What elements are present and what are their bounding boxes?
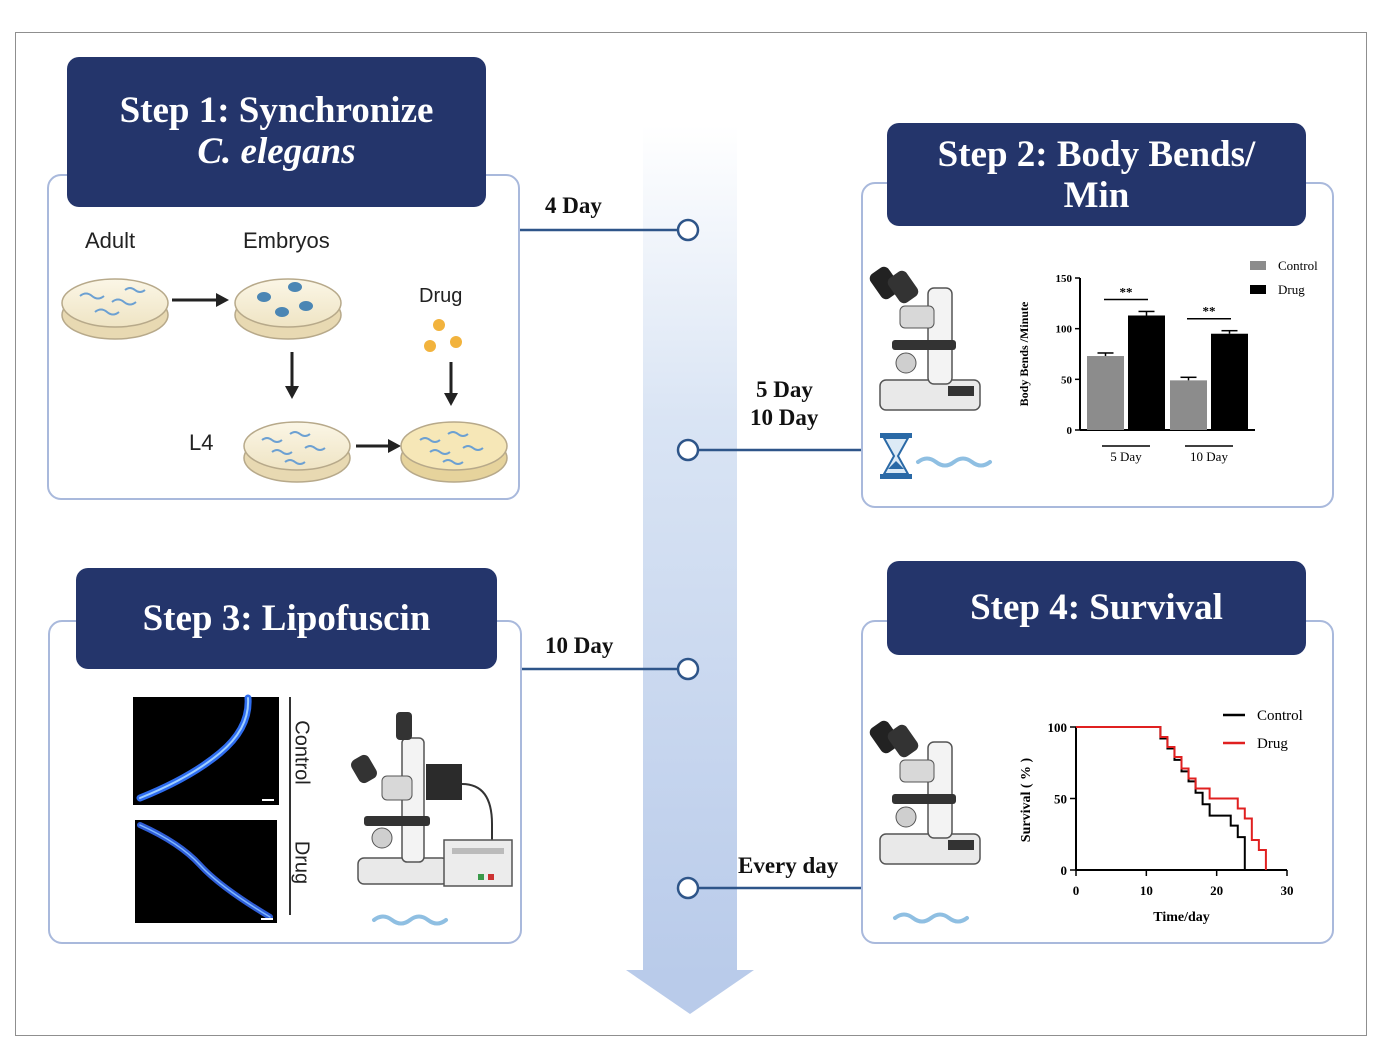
- microscope-icon: [869, 720, 981, 865]
- drug-fluorescence-image: [135, 820, 277, 923]
- step1-title-species: C. elegans: [197, 131, 356, 172]
- survival-line-drug: [1076, 726, 1267, 870]
- y-tick-label: 100: [1048, 720, 1068, 735]
- timeline-node-10day: [676, 657, 700, 681]
- microscope-icon: [869, 266, 981, 411]
- drug-label: Drug: [419, 285, 463, 307]
- timeline-arrow-head: [626, 970, 754, 1014]
- embryos-label: Embryos: [243, 228, 330, 253]
- l4-label: L4: [189, 430, 214, 455]
- x-axis-label: Time/day: [1153, 910, 1210, 925]
- timeline-node-4day: [676, 218, 700, 242]
- bar-control: [1087, 356, 1124, 430]
- petri-dish-l4-icon: [243, 421, 351, 483]
- legend-label-drug: Drug: [1278, 282, 1305, 297]
- worm-icon: [372, 914, 448, 926]
- legend-swatch-control: [1250, 261, 1266, 270]
- timeline-label-5day: 5 Day: [756, 377, 813, 402]
- petri-dish-adult-icon: [61, 278, 169, 340]
- y-axis-label: Survival ( % ): [1019, 757, 1034, 842]
- adult-label: Adult: [85, 228, 136, 253]
- legend-label-control: Control: [1278, 258, 1318, 273]
- timeline-node-5-10day: [676, 438, 700, 462]
- worm-icon: [916, 456, 992, 468]
- timeline-label-10day-step3: 10 Day: [545, 633, 614, 658]
- step4-title: Step 4: Survival: [970, 587, 1223, 628]
- control-fluorescence-image: [133, 694, 279, 805]
- x-tick-label: 10: [1140, 883, 1153, 898]
- step3-title: Step 3: Lipofuscin: [142, 598, 431, 639]
- petri-dish-drug-icon: [400, 421, 508, 483]
- bar-drug: [1211, 333, 1248, 430]
- legend-swatch-drug: [1250, 285, 1266, 294]
- bar-control: [1170, 380, 1207, 430]
- x-tick-label: 5 Day: [1110, 449, 1142, 464]
- step3-header: Step 3: Lipofuscin: [76, 568, 497, 669]
- step1-header: Step 1: Synchronize C. elegans: [67, 57, 486, 207]
- y-tick-label: 0: [1067, 425, 1073, 437]
- timeline-label-everyday: Every day: [738, 853, 839, 878]
- y-tick-label: 100: [1056, 324, 1073, 336]
- step2-title: Step 2: Body Bends/: [937, 134, 1256, 175]
- legend-label-control: Control: [1257, 708, 1303, 724]
- y-tick-label: 150: [1056, 273, 1073, 285]
- legend-label-drug: Drug: [1257, 736, 1288, 752]
- step1-title: Step 1: Synchronize: [119, 90, 434, 131]
- y-tick-label: 0: [1061, 863, 1068, 878]
- step2-title-line2: Min: [1063, 175, 1130, 216]
- bar-drug: [1128, 315, 1165, 430]
- timeline-label-10day-step2: 10 Day: [750, 405, 819, 430]
- petri-dish-embryos-icon: [234, 278, 342, 340]
- x-tick-label: 30: [1281, 883, 1294, 898]
- significance-label: **: [1203, 304, 1216, 319]
- y-tick-label: 50: [1054, 792, 1067, 807]
- x-tick-label: 0: [1073, 883, 1080, 898]
- x-tick-label: 20: [1210, 883, 1223, 898]
- timeline-label-4day: 4 Day: [545, 193, 602, 218]
- step4-header: Step 4: Survival: [887, 561, 1306, 655]
- fluorescence-microscope-icon: [351, 712, 513, 887]
- significance-label: **: [1120, 284, 1133, 299]
- y-axis-label: Body Bends /Minute: [1017, 301, 1031, 406]
- y-tick-label: 50: [1061, 374, 1073, 386]
- worm-icon: [893, 912, 969, 924]
- x-tick-label: 10 Day: [1190, 449, 1228, 464]
- drug-dot-icon: [433, 319, 445, 331]
- hourglass-icon: [880, 433, 912, 479]
- timeline-arrow-shaft: [643, 125, 737, 975]
- step2-header: Step 2: Body Bends/ Min: [887, 123, 1306, 226]
- timeline-node-everyday: [676, 876, 700, 900]
